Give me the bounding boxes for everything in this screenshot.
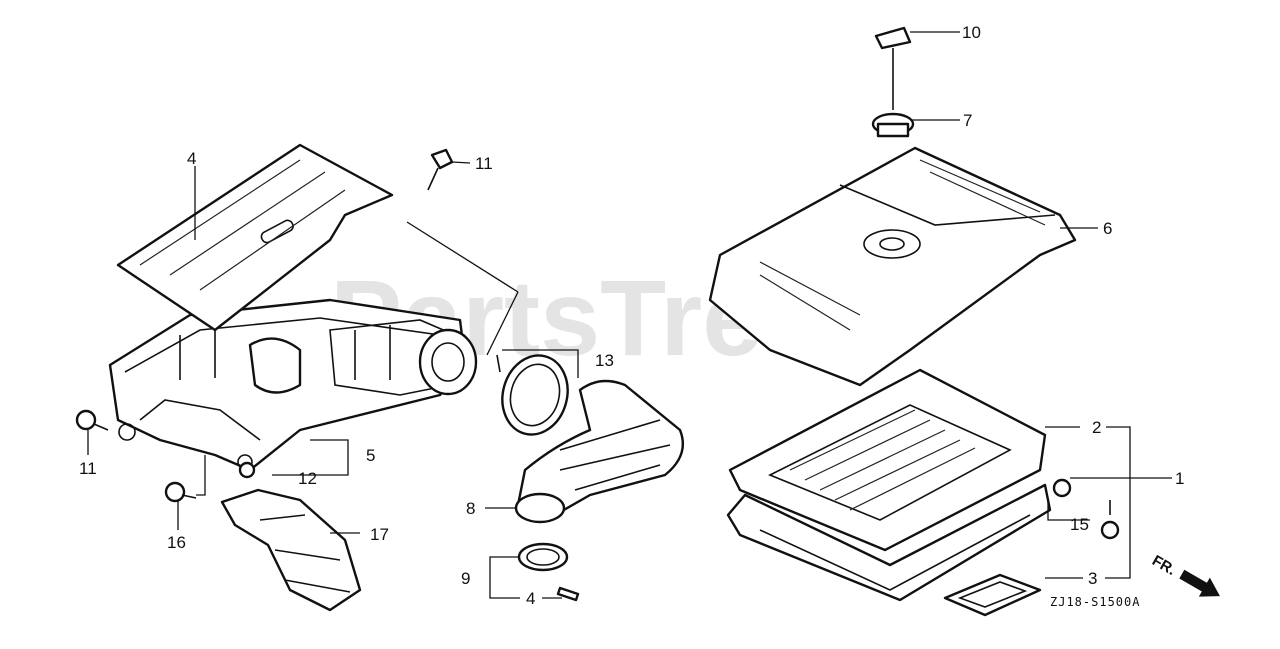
callout-12: 12 (298, 469, 317, 488)
bolt-16[interactable] (164, 481, 197, 503)
callout-7: 7 (963, 111, 972, 130)
tube-clamp-13[interactable] (494, 348, 577, 442)
air-cleaner-case[interactable] (108, 298, 478, 472)
diagram-code: ZJ18-S1500A (1050, 595, 1140, 609)
callout-15: 15 (1070, 515, 1089, 534)
callout-5: 5 (366, 446, 375, 465)
filter-element[interactable] (728, 368, 1047, 552)
cover-knob[interactable] (871, 112, 915, 138)
callout-1: 1 (1175, 469, 1184, 488)
callout-10: 10 (962, 23, 981, 42)
grommet-12[interactable] (238, 461, 256, 479)
callout-labels: 4 1 2 3 4 5 6 7 8 9 10 11 11 12 13 15 16… (79, 23, 1184, 608)
callout-17: 17 (370, 525, 389, 544)
screw-4[interactable] (556, 586, 580, 602)
callout-9: 9 (461, 569, 470, 588)
callout-4-screw: 4 (526, 589, 535, 608)
hose-clamp-9[interactable] (517, 542, 569, 572)
front-label: FR. (1149, 552, 1178, 579)
air-intake-duct[interactable] (220, 488, 362, 612)
callout-13: 13 (595, 351, 614, 370)
filter-plate[interactable] (116, 143, 394, 332)
callout-11-left: 11 (79, 459, 97, 478)
callout-6: 6 (1103, 219, 1112, 238)
callout-3: 3 (1088, 569, 1097, 588)
bolt-11-left[interactable] (75, 409, 109, 431)
callout-16: 16 (167, 533, 186, 552)
callout-4-filter-plate: 4 (187, 149, 196, 168)
callout-2: 2 (1092, 418, 1101, 437)
grommet-1[interactable] (1052, 478, 1072, 498)
air-cleaner-base[interactable] (726, 483, 1052, 602)
bolt-11-top[interactable] (427, 148, 454, 191)
leader-lines (87, 31, 1172, 599)
bolt-15[interactable] (1100, 500, 1120, 540)
stud-bolt[interactable] (874, 26, 912, 110)
intake-tube[interactable] (514, 379, 685, 524)
air-cleaner-cover[interactable] (708, 146, 1077, 387)
callout-11-top: 11 (475, 154, 493, 173)
front-arrow-icon: FR. (1149, 552, 1220, 597)
callout-8: 8 (466, 499, 475, 518)
gasket-3[interactable] (943, 573, 1042, 617)
